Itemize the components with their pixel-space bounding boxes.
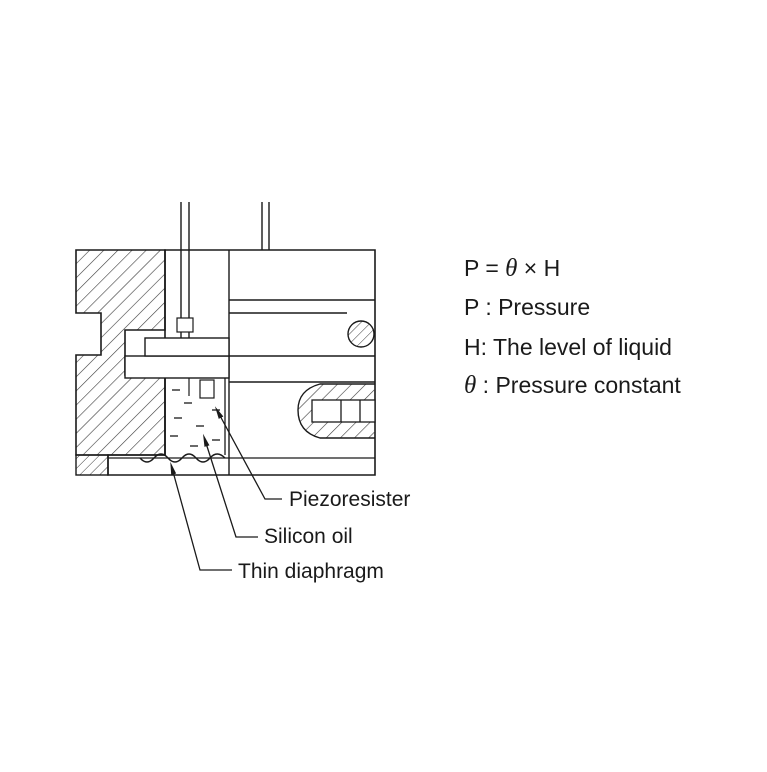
thin-diaphragm-shape: [139, 453, 226, 463]
bottom-hatch-strip: [75, 454, 109, 476]
piezoresister-leader: [214, 406, 282, 500]
sensor-mount-plate: [124, 355, 230, 379]
wire-clamp: [176, 317, 194, 333]
o-ring-seal: [347, 320, 375, 348]
pressure-equation: P = θ × H: [464, 254, 560, 283]
piezoresister-element: [199, 379, 215, 399]
silicon-oil-label: Silicon oil: [264, 525, 353, 548]
piezoresister-label: Piezoresister: [289, 488, 411, 511]
silicon-oil-leader: [203, 433, 258, 538]
thin-diaphragm-label: Thin diaphragm: [238, 560, 384, 583]
thin-diaphragm-leader: [170, 461, 232, 571]
level-definition: H: The level of liquid: [464, 334, 672, 360]
pressure-definition: P : Pressure: [464, 294, 591, 320]
constant-definition: θ : Pressure constant: [464, 371, 681, 400]
theta-symbol: θ: [505, 255, 518, 282]
equation-suffix: × H: [517, 255, 561, 281]
equation-prefix: P =: [464, 255, 506, 281]
inlet-channel: [311, 399, 376, 423]
constant-text: : Pressure constant: [476, 372, 681, 398]
theta-symbol-constant: θ: [464, 372, 477, 399]
sensor-header: [144, 337, 230, 357]
